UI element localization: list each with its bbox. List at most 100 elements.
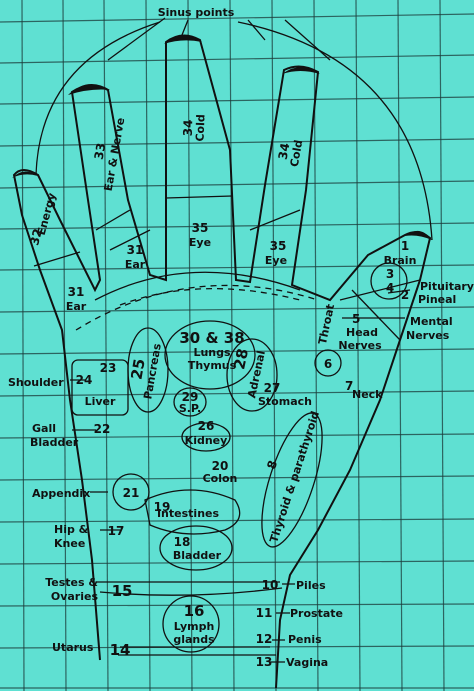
diaphragm-line (75, 284, 319, 331)
testes-num: 15 (112, 582, 133, 600)
pituitary-num: 3 (386, 267, 394, 281)
shoulder-label: Shoulder (8, 376, 64, 389)
bladder-label: Bladder (173, 549, 222, 562)
index-base-num: 35 (270, 239, 287, 253)
sinus-arrows (107, 17, 331, 61)
mental-nerves-label: Nerves (406, 329, 450, 342)
mental-label: Mental (410, 315, 453, 328)
pinky-base-num: 31 (68, 285, 85, 299)
kidney-num: 26 (198, 419, 215, 433)
nail-middle (164, 35, 202, 44)
thyroid-num: 8 (264, 459, 280, 471)
brain-label: Brain (384, 254, 417, 267)
nail-thumb (405, 230, 432, 240)
lymph-num: 16 (184, 602, 205, 620)
index-tip-label: Cold (288, 139, 306, 168)
lungs-zone (164, 320, 256, 390)
sp-num: 29 (182, 390, 199, 404)
head-label: Head (346, 326, 378, 339)
sp-label: S.P. (179, 402, 201, 415)
liver-zone (71, 359, 129, 416)
pineal-num: 4 (386, 281, 394, 295)
sp-zone (173, 387, 207, 417)
uterus-label: Utarus (52, 641, 94, 654)
appendix-num: 21 (123, 486, 140, 500)
testes-label: Testes & (45, 576, 98, 589)
index-tip-num: 34 (276, 142, 293, 161)
ring-base-label: Ear (125, 258, 146, 271)
hip-label: Hip & (54, 523, 89, 536)
adrenal-num: 28 (230, 347, 252, 371)
intestines-label: Intestines (157, 507, 220, 520)
stomach-label: Stomach (258, 395, 312, 408)
nail-ring (68, 84, 110, 95)
index-base-label: Eye (265, 254, 287, 267)
brain-num: 1 (401, 239, 409, 253)
bladder-gall-label: Bladder (30, 436, 79, 449)
thymus-label: Thymus (188, 359, 237, 372)
ovaries-label: Ovaries (51, 590, 99, 603)
piles-label: Piles (296, 579, 326, 592)
liver-label: Liver (85, 395, 116, 408)
bladder-num: 18 (174, 535, 191, 549)
middle-base-label: Eye (189, 236, 211, 249)
pancreas-num: 25 (127, 357, 148, 381)
neck-num: 7 (345, 379, 353, 393)
title-sinus-points: Sinus points (158, 6, 235, 19)
intestines-zone (144, 489, 241, 535)
thyroid-zone (261, 412, 323, 548)
nerves-label: Nerves (338, 339, 382, 352)
num-2: 2 (401, 288, 409, 302)
gall-num: 22 (94, 422, 111, 436)
pineal-label: Pineal (418, 293, 456, 306)
lungs-num: 30 & 38 (179, 329, 244, 347)
num-6: 6 (324, 357, 332, 371)
kidney-zone (181, 422, 231, 452)
uterus-num: 14 (110, 641, 131, 659)
bladder-zone (159, 525, 233, 571)
ring-tip-num: 33 (92, 142, 109, 161)
liver-num: 23 (100, 361, 117, 375)
middle-tip-label: Cold (194, 114, 208, 142)
shoulder-num: 24 (76, 373, 93, 387)
ring-base-num: 31 (127, 243, 144, 257)
middle-base-num: 35 (192, 221, 209, 235)
prostate-num: 11 (256, 606, 273, 620)
gall-label: Gall (32, 422, 56, 435)
pinky-label: Energy (35, 192, 59, 237)
nail-pinky (12, 171, 38, 178)
vagina-num: 13 (256, 655, 273, 669)
prostate-label: Prostate (290, 607, 343, 620)
zone-6 (314, 349, 342, 377)
colon-num: 20 (212, 459, 229, 473)
glands-label: glands (173, 633, 215, 646)
adrenal-zone (226, 338, 278, 412)
throat-label: Throat (316, 303, 337, 346)
middle-tip-num: 34 (181, 119, 196, 136)
vagina-label: Vagina (286, 656, 328, 669)
colon-label: Colon (203, 472, 238, 485)
sinus-arc-left (35, 21, 161, 176)
pinky-base-label: Ear (66, 300, 87, 313)
lymph-label: Lymph (174, 620, 215, 633)
pituitary-zone (370, 262, 408, 300)
neck-label: Neck (352, 388, 383, 401)
intestines-num: 19 (154, 500, 171, 514)
stomach-num: 27 (264, 381, 281, 395)
nail-index (282, 67, 320, 74)
hip-num: 17 (108, 524, 125, 538)
lungs-label: Lungs (193, 346, 231, 359)
head-nerves-num: 5 (352, 312, 360, 326)
kidney-label: Kidney (185, 434, 228, 447)
appendix-label: Appendix (32, 487, 90, 500)
penis-label: Penis (288, 633, 322, 646)
pinky-num: 32 (27, 227, 45, 247)
piles-num: 10 (262, 578, 279, 592)
appendix-zone (112, 473, 150, 511)
pituitary-label: Pituitary (420, 280, 474, 293)
knee-label: Knee (54, 537, 85, 550)
lymph-zone (162, 595, 220, 653)
penis-num: 12 (256, 632, 273, 646)
